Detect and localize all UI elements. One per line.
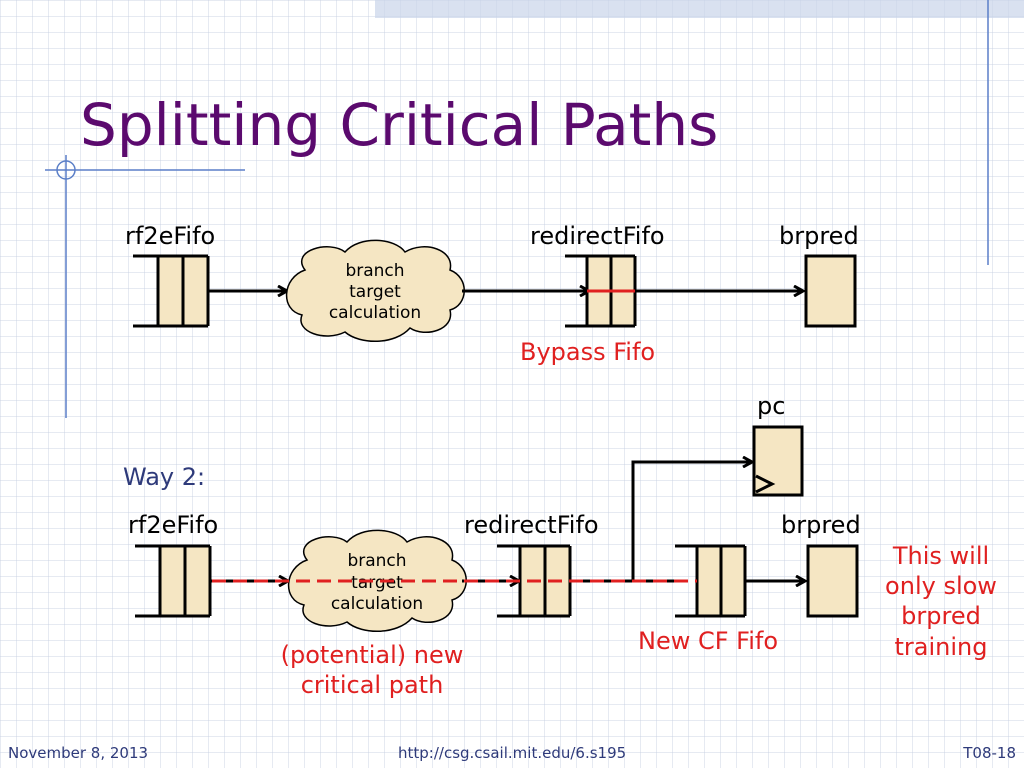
critical-note-line-1: (potential) new xyxy=(281,641,464,669)
top-fifo-mid-label: redirectFifo xyxy=(530,222,665,250)
bottom-cloud-line-3: calculation xyxy=(331,594,423,614)
top-cloud-line-3: calculation xyxy=(329,303,421,323)
bottom-reg-right-label: brpred xyxy=(781,511,861,539)
pc-label: pc xyxy=(757,392,785,420)
footer-url[interactable]: http://csg.csail.mit.edu/6.s195 xyxy=(398,744,627,762)
top-brpred-register xyxy=(804,254,857,328)
pc-register xyxy=(752,425,804,497)
footer-slide-id: T08-18 xyxy=(963,744,1016,762)
way2-label: Way 2: xyxy=(123,463,205,491)
header-band xyxy=(375,0,1024,18)
accent-circle xyxy=(56,160,76,180)
footer-date: November 8, 2013 xyxy=(8,744,149,762)
bottom-fifo-left xyxy=(135,544,212,618)
bottom-arrow-to-pc xyxy=(631,462,752,581)
bottom-fifo-mid-label: redirectFifo xyxy=(464,511,599,539)
top-bypass-note: Bypass Fifo xyxy=(520,338,655,366)
new-cf-fifo xyxy=(675,544,747,618)
clock-icon xyxy=(755,474,776,494)
top-cloud-line-1: branch xyxy=(345,261,404,281)
slide-title: Splitting Critical Paths xyxy=(80,91,718,159)
bottom-fifo-left-label: rf2eFifo xyxy=(128,511,218,539)
critical-note-line-2: critical path xyxy=(301,671,444,699)
new-cf-fifo-note: New CF Fifo xyxy=(638,627,778,655)
top-fifo-left xyxy=(133,254,210,328)
slow-note-line-2: only slow xyxy=(885,572,997,600)
bottom-cloud-line-2: target xyxy=(351,573,403,593)
bottom-brpred-register xyxy=(806,544,859,618)
bottom-cloud: branch target calculation xyxy=(287,529,467,633)
top-cloud: branch target calculation xyxy=(285,239,465,343)
top-reg-right-label: brpred xyxy=(779,222,859,250)
slow-note-line-4: training xyxy=(895,633,988,661)
slow-note-line-1: This will xyxy=(892,542,989,570)
bottom-cloud-line-1: branch xyxy=(347,551,406,571)
top-cloud-line-2: target xyxy=(349,282,401,302)
slow-note-line-3: brpred xyxy=(901,602,981,630)
top-fifo-left-label: rf2eFifo xyxy=(125,222,215,250)
